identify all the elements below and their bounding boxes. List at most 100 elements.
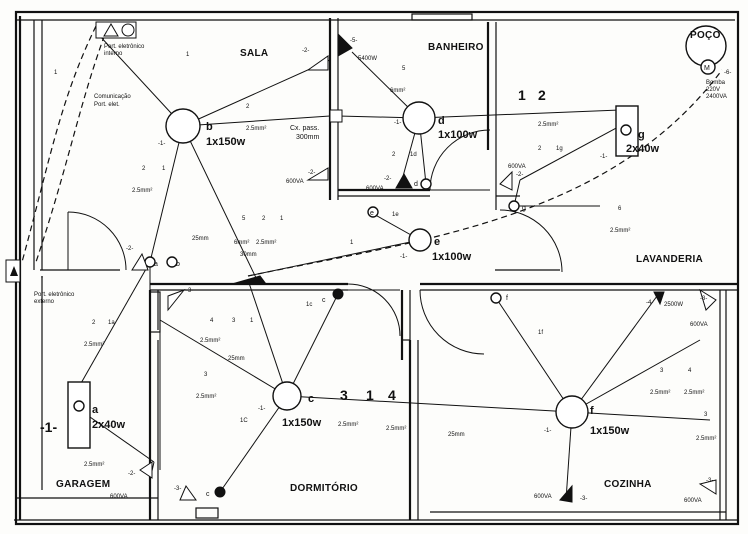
outlet-coz-bottom-icon [559, 484, 573, 503]
wire-corr-6mm: 6mm² [234, 240, 249, 246]
walls [14, 10, 740, 526]
load-gar-600: 600VA [110, 494, 128, 500]
note-cx-pass-1: Cx. pass. [290, 125, 319, 132]
wire-corr-1: 1 [280, 216, 284, 222]
lamp-d-power: 1x100w [438, 129, 478, 141]
lamp-e-id: e [434, 236, 440, 248]
load-banheiro-5400: 5400W [358, 56, 377, 62]
outlet-garagem-icon [139, 461, 153, 479]
room-poco-label: POÇO [690, 30, 721, 41]
wire-coz-4: 4 [688, 368, 692, 374]
wire-big-1g: 1 [518, 87, 526, 103]
note-cx-pass-2: 300mm [296, 134, 320, 141]
switch-e-label: e [370, 210, 374, 217]
lamp-e [408, 228, 432, 252]
outlet-banheiro-icon [395, 172, 413, 189]
lamp-b-power: 1x150w [206, 136, 246, 148]
circuit-label-coz-2500: -4- [646, 300, 653, 306]
circuit-label-c: -1- [258, 406, 265, 412]
room-sala-label: SALA [240, 48, 268, 59]
wire-sala-25: 2.5mm² [246, 126, 266, 132]
outlet-coz-right-icon [699, 288, 717, 311]
lamp-c-id: c [308, 393, 314, 405]
wire-banh-2: 2 [392, 152, 396, 158]
switch-d-icon [420, 178, 432, 190]
wire-sala-1: 1 [186, 52, 190, 58]
wire-coz-25c: 2.5mm² [696, 436, 716, 442]
wire-dorm-4: 4 [210, 318, 214, 324]
lamp-a [67, 381, 91, 449]
junction-box-icon [329, 109, 343, 123]
note-comunicacao-2: Port. elet. [94, 102, 120, 108]
lamp-a-power: 2x40w [92, 419, 125, 431]
wire-corr-5: 5 [242, 216, 246, 222]
lamp-f-power: 1x150w [590, 425, 630, 437]
wiring [79, 33, 711, 501]
wire-dorm-25b: 2.5mm² [196, 394, 216, 400]
wire-gar-25b: 2.5mm² [84, 462, 104, 468]
circuit-label-e: -1- [400, 254, 407, 260]
lamp-f-id: f [590, 405, 594, 417]
lamp-b-id: b [206, 121, 213, 133]
circuit-label-dorm-bottom: -3- [174, 486, 181, 492]
outlet-dorm-top-icon [167, 288, 186, 312]
circuit-label-sala3: -2- [126, 246, 133, 252]
wire-corr-30mm: 30mm [240, 252, 257, 258]
wire-dorm-3b: 3 [204, 372, 208, 378]
circuit-label-lav: -2- [516, 172, 523, 178]
circuit-label-pump: -6- [724, 70, 731, 76]
wire-big-3: 3 [340, 387, 348, 403]
lamp-a-tube-icon [73, 400, 85, 412]
lamp-b [165, 108, 201, 144]
motor-icon [700, 59, 716, 75]
lamp-c [272, 381, 302, 411]
wire-gar-2: 2 [92, 320, 96, 326]
circuit-label-banheiro: -2- [384, 176, 391, 182]
lamp-f [555, 395, 589, 429]
wire-dorm-25c: 2.5mm² [338, 422, 358, 428]
switch-d-circuit: 1d [410, 152, 417, 158]
load-sala-600: 600VA [286, 179, 304, 185]
room-cozinha-label: COZINHA [604, 479, 652, 490]
intercom-triangle-icon [103, 23, 119, 37]
wire-lav-25b: 2.5mm² [610, 228, 630, 234]
switch-a-circuit: 1a [108, 320, 115, 326]
outlet-corridor-icon [231, 275, 267, 285]
wire-corr-2: 2 [262, 216, 266, 222]
circuit-label-d: -1- [394, 120, 401, 126]
switch-d-label: d [414, 181, 418, 188]
wire-sala-1c: 1 [162, 166, 166, 172]
wire-sala-1b: 1 [54, 70, 58, 76]
lamp-d [402, 101, 436, 135]
wire-banh-5: 5 [402, 66, 406, 72]
circuit-label-sala-outlet: -2- [302, 48, 309, 54]
outlet-dorm-bottom-icon [179, 484, 197, 501]
lamp-g-id: g [638, 129, 645, 141]
load-coz-600c: 600VA [684, 498, 702, 504]
switch-c-circuit: 1C [240, 418, 248, 424]
circuit-label-coz-br: -3- [706, 478, 713, 484]
outlet-lav-icon [499, 170, 513, 191]
load-banheiro-600: 600VA [366, 186, 384, 192]
circuit-label-g: -1- [600, 154, 607, 160]
room-dormitorio-label: DORMITÓRIO [290, 481, 358, 494]
circuit-label-dorm-top: -3- [186, 288, 193, 294]
wire-banh-6mm: 6mm² [390, 88, 405, 94]
room-lavanderia-label: LAVANDERIA [636, 254, 703, 265]
note-port-externo-2: externo [34, 299, 55, 305]
switch-g-label: g [522, 205, 526, 212]
garage-circuit-label: -1- [40, 419, 57, 435]
circuit-label-shower: -5- [350, 38, 357, 44]
outlet-shower-icon [337, 32, 353, 57]
switch-e-icon [367, 206, 379, 218]
wire-coz-25b: 2.5mm² [684, 390, 704, 396]
note-bomba-2: 220V [706, 87, 720, 93]
load-lav-600: 600VA [508, 164, 526, 170]
switch-c-top-label: c [322, 297, 326, 304]
switch-c-bottom-icon [214, 486, 226, 498]
wire-e-1: 1 [350, 240, 354, 246]
wire-big-4: 4 [388, 387, 396, 403]
switch-b-icon [166, 256, 178, 268]
